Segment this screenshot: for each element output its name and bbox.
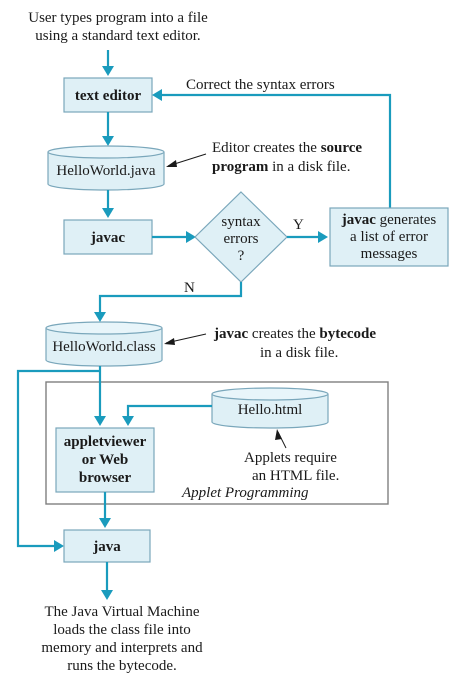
viewer-label-line2: or Web xyxy=(82,452,129,468)
no-branch-label: N xyxy=(184,280,195,296)
java-label: java xyxy=(92,539,121,555)
jvm-note-line3: memory and interprets and xyxy=(41,640,203,656)
applet-section-label: Applet Programming xyxy=(181,485,309,501)
viewer-label-line3: browser xyxy=(79,470,132,486)
jvm-note-line1: The Java Virtual Machine xyxy=(44,604,199,620)
arrow-to-javac xyxy=(102,190,114,218)
hello-html-label: Hello.html xyxy=(238,402,303,418)
top-note-line2: using a standard text editor. xyxy=(35,28,200,44)
arrow-to-syntax-check xyxy=(152,231,196,243)
error-box-line3: messages xyxy=(361,246,418,262)
text-editor-label: text editor xyxy=(75,88,142,104)
viewer-label-line1: appletviewer xyxy=(64,434,147,450)
arrow-to-java-file xyxy=(102,112,114,146)
applet-programming-section xyxy=(45,381,389,505)
top-note-line1: User types program into a file xyxy=(28,10,208,26)
helloworld-java-label: HelloWorld.java xyxy=(56,163,156,179)
editor-note-line1: Editor creates the source xyxy=(212,140,362,156)
arrow-to-jvm-note xyxy=(101,562,113,600)
jvm-note-line2: loads the class file into xyxy=(53,622,190,638)
arrow-class-to-viewer xyxy=(94,366,106,426)
applets-note-line2: an HTML file. xyxy=(252,468,339,484)
arrow-html-to-viewer xyxy=(122,404,212,426)
java-box xyxy=(63,529,151,563)
bytecode-note-line1: javac creates the bytecode xyxy=(213,326,376,342)
correct-errors-arrow xyxy=(152,89,392,208)
arrow-viewer-to-java xyxy=(99,492,111,528)
syntax-label-line2: errors xyxy=(224,231,259,247)
syntax-label-line3: ? xyxy=(238,248,245,264)
hello-html-file xyxy=(211,387,329,429)
applets-pointer xyxy=(275,429,287,449)
appletviewer-box xyxy=(55,427,155,493)
applets-note-line1: Applets require xyxy=(244,450,337,466)
error-messages-box xyxy=(329,207,449,267)
error-box-line2: a list of error xyxy=(350,229,428,245)
error-box-line1: javac generates xyxy=(341,212,437,228)
bytecode-pointer xyxy=(164,333,207,345)
jvm-note-line4: runs the bytecode. xyxy=(67,658,177,674)
arrow-no-branch xyxy=(94,282,243,322)
editor-pointer xyxy=(166,153,207,167)
editor-note-line2: program in a disk file. xyxy=(212,159,350,175)
arrow-yes-branch xyxy=(287,231,328,243)
helloworld-java-file xyxy=(47,145,165,191)
bytecode-note-line2: in a disk file. xyxy=(260,345,338,361)
correct-errors-label: Correct the syntax errors xyxy=(186,77,335,93)
arrow-class-to-java xyxy=(16,369,100,552)
helloworld-class-label: HelloWorld.class xyxy=(52,339,156,355)
yes-branch-label: Y xyxy=(293,217,304,233)
javac-label: javac xyxy=(90,230,125,246)
javac-box xyxy=(63,219,153,255)
arrow-to-text-editor xyxy=(102,50,114,76)
syntax-label-line1: syntax xyxy=(221,214,261,230)
helloworld-class-file xyxy=(45,321,163,367)
